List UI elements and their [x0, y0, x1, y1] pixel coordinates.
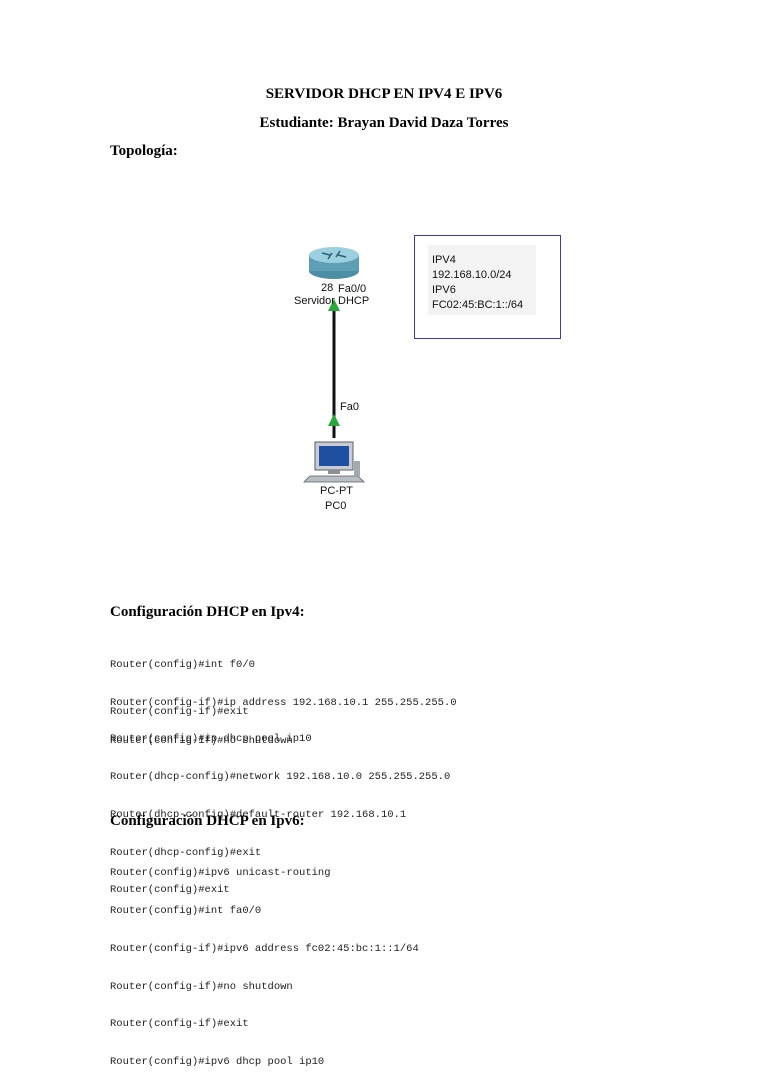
- pc-iface-label: Fa0: [340, 401, 359, 413]
- code-line: Router(config-if)#no shutdown: [110, 980, 293, 993]
- ipv6-code-block: Router(config)#ipv6 unicast-routing Rout…: [110, 842, 419, 1081]
- ipv4-code-block-3: Router(config)#ip dhcp pool ip10 Router(…: [110, 708, 450, 910]
- code-line: Router(config)#int f0/0: [110, 659, 255, 672]
- code-line: Router(config-if)#no shutdown: [110, 734, 293, 747]
- topology-heading: Topología:: [110, 143, 178, 159]
- code-line: Router(config)#int fa0/0: [110, 904, 262, 917]
- router-icon[interactable]: [309, 247, 359, 279]
- link-status-up-icon: [328, 414, 340, 426]
- document-title: SERVIDOR DHCP EN IPV4 E IPV6: [265, 86, 503, 102]
- student-name: Estudiante: Brayan David Daza Torres: [259, 115, 509, 131]
- note-line-4: FC02:45:BC:1::/64: [432, 299, 523, 311]
- pc-type-label: PC-PT: [320, 485, 353, 497]
- code-line: Router(config-if)#exit: [110, 1018, 249, 1031]
- code-line: Router(dhcp-config)#default-router 192.1…: [110, 808, 407, 821]
- code-line: Router(config)#ip dhcp pool ip10: [110, 733, 312, 746]
- code-line: Router(config-if)#ip address 192.168.10.…: [110, 696, 457, 709]
- note-line-1: IPV4: [432, 254, 456, 266]
- code-line: Router(config)#ipv6 dhcp pool ip10: [110, 1056, 325, 1069]
- ipv6-heading: Configuración DHCP en Ipv6:: [110, 813, 305, 829]
- router-model-label: 28: [321, 282, 333, 294]
- router-name-label: Servidor DHCP: [294, 295, 369, 307]
- ipv4-heading: Configuración DHCP en Ipv4:: [110, 604, 305, 620]
- code-line: Router(config-if)#exit: [110, 706, 249, 719]
- pc-icon[interactable]: [303, 441, 365, 483]
- network-topology-diagram: IPV4 192.168.10.0/24 IPV6 FC02:45:BC:1::…: [294, 235, 561, 512]
- code-line: Router(config)#ipv6 unicast-routing: [110, 867, 331, 880]
- code-line: Router(config)#exit: [110, 884, 230, 897]
- note-line-3: IPV6: [432, 284, 456, 296]
- ipv4-code-block-1: Router(config)#int f0/0 Router(config-if…: [110, 634, 457, 760]
- code-line: Router(dhcp-config)#network 192.168.10.0…: [110, 770, 451, 783]
- code-line: Router(config-if)#ipv6 address fc02:45:b…: [110, 942, 419, 955]
- note-background: [428, 245, 536, 315]
- ipv4-code-block-2: Router(config-if)#exit: [110, 681, 249, 731]
- code-line: Router(dhcp-config)#exit: [110, 846, 262, 859]
- pc-name-label: PC0: [325, 500, 346, 512]
- router-iface-label: Fa0/0: [338, 283, 366, 295]
- note-line-2: 192.168.10.0/24: [432, 269, 512, 281]
- link-status-up-icon: [328, 299, 340, 311]
